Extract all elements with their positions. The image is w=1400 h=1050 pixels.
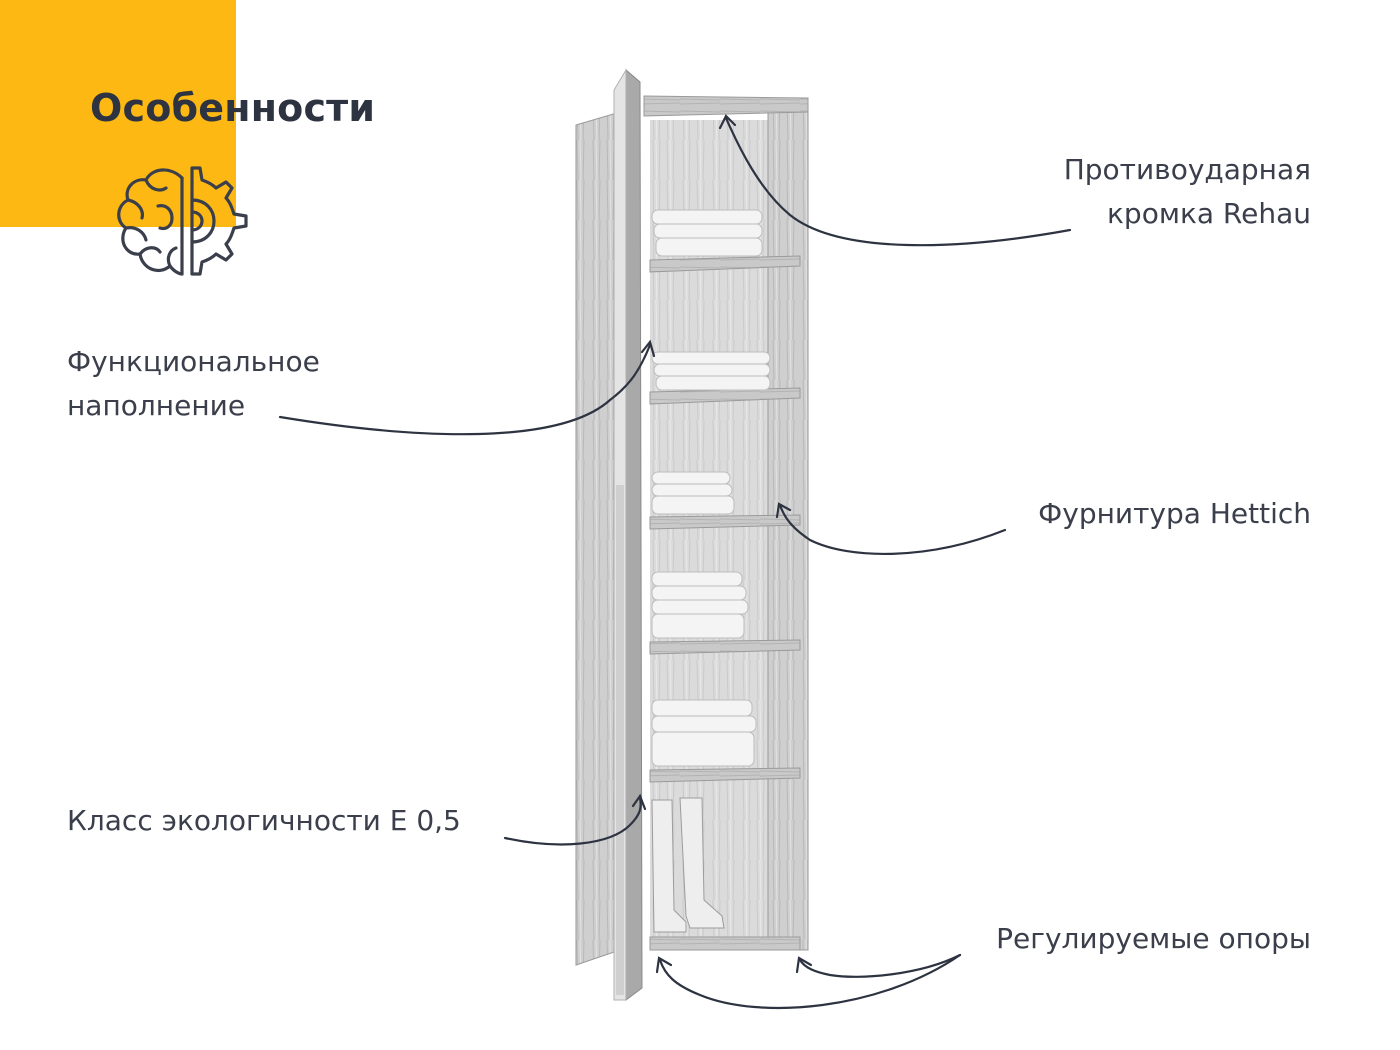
label-eco-class: Класс экологичности Е 0,5: [67, 799, 461, 843]
callout-rehau-edge: [724, 116, 1072, 247]
accent-block: [0, 0, 236, 227]
label-rehau-edge: Противоударная кромка Rehau: [1064, 148, 1311, 236]
label-supports-line1: Регулируемые опоры: [996, 922, 1311, 955]
callout-eco-class: [503, 796, 642, 846]
label-adjustable-supports: Регулируемые опоры: [996, 917, 1311, 961]
label-filling-line1: Функциональное: [67, 345, 320, 378]
callout-hettich: [778, 503, 1007, 556]
label-hettich: Фурнитура Hettich: [1038, 492, 1311, 536]
page-title: Особенности: [90, 86, 376, 130]
callout-supports: [658, 953, 962, 1010]
label-eco-class-line1: Класс экологичности Е 0,5: [67, 804, 461, 837]
callout-filling: [278, 343, 652, 436]
label-functional-filling: Функциональное наполнение: [67, 340, 320, 428]
brain-gear-icon: [117, 166, 248, 276]
label-hettich-line1: Фурнитура Hettich: [1038, 497, 1311, 530]
label-rehau-edge-line2: кромка Rehau: [1107, 197, 1311, 230]
wardrobe-cabinet-illustration: [575, 68, 809, 1001]
label-rehau-edge-line1: Противоударная: [1063, 153, 1311, 186]
label-filling-line2: наполнение: [67, 389, 246, 422]
